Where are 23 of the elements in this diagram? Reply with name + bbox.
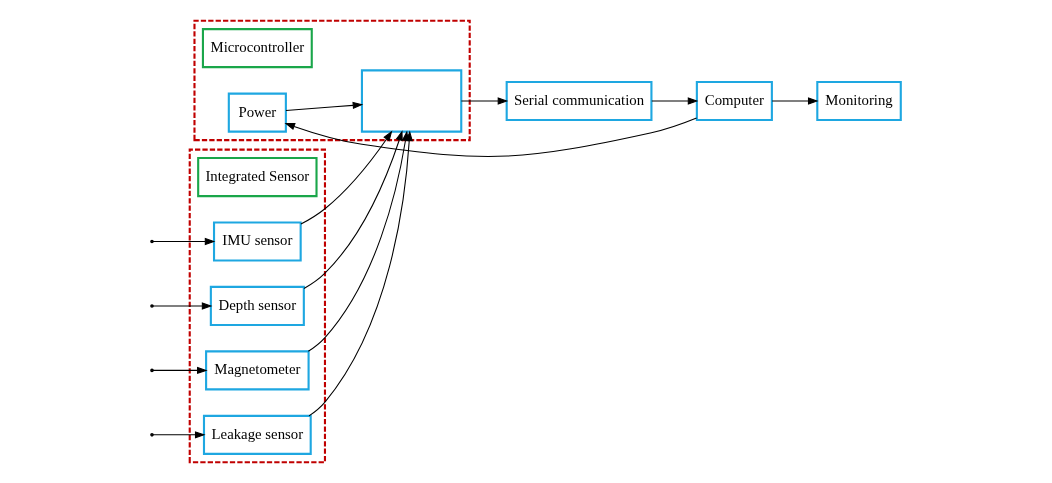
arrow — [771, 97, 819, 105]
node-box: Serial communication — [505, 80, 653, 122]
arrow — [303, 130, 403, 290]
node-box: Computer — [695, 80, 773, 122]
arrow — [152, 366, 208, 375]
arrow — [300, 130, 393, 225]
node-box: Power — [227, 92, 287, 133]
arrow — [152, 431, 206, 439]
node-box: IMU sensor — [212, 221, 302, 262]
arrow — [285, 101, 364, 112]
node-box: Magnetometer — [205, 350, 310, 391]
arrow — [284, 117, 698, 157]
arrow — [152, 237, 216, 246]
cluster — [188, 148, 326, 464]
node-box — [360, 69, 463, 133]
node-box: Depth sensor — [209, 285, 305, 327]
arrow — [651, 97, 699, 105]
node-box: Microcontroller — [201, 28, 313, 69]
node-box: Leakage sensor — [202, 414, 312, 455]
node-box: Integrated Sensor — [197, 156, 318, 198]
arrow — [460, 97, 509, 105]
node-box: Monitoring — [816, 80, 902, 122]
arrow — [152, 302, 213, 310]
